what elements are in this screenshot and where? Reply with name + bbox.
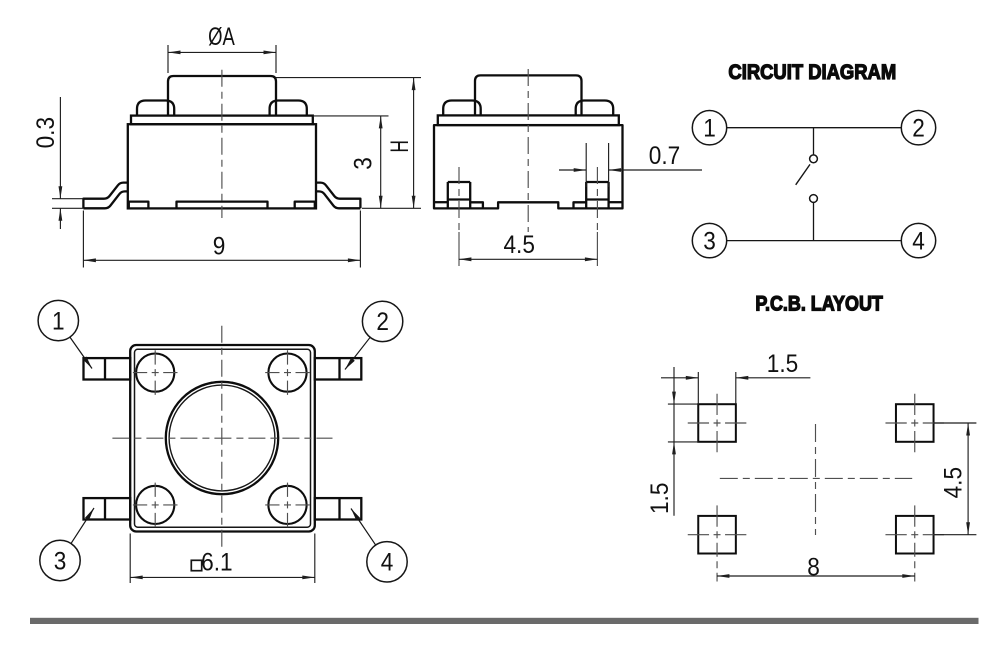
svg-text:3: 3 bbox=[54, 548, 67, 575]
svg-text:1.5: 1.5 bbox=[767, 351, 798, 378]
svg-text:4: 4 bbox=[381, 550, 394, 577]
svg-text:4.5: 4.5 bbox=[503, 232, 534, 259]
svg-text:1: 1 bbox=[52, 309, 65, 336]
svg-text:1: 1 bbox=[703, 116, 716, 143]
svg-text:H: H bbox=[387, 140, 414, 152]
svg-text:2: 2 bbox=[912, 116, 925, 143]
svg-text:8: 8 bbox=[807, 554, 820, 581]
svg-text:4.5: 4.5 bbox=[941, 467, 968, 498]
svg-text:0.7: 0.7 bbox=[649, 143, 680, 170]
svg-text:2: 2 bbox=[376, 309, 389, 336]
svg-text:ØA: ØA bbox=[208, 22, 235, 50]
svg-text:4: 4 bbox=[912, 229, 925, 256]
svg-text:CIRCUIT DIAGRAM: CIRCUIT DIAGRAM bbox=[728, 61, 896, 84]
svg-text:0.3: 0.3 bbox=[33, 117, 60, 148]
svg-text:9: 9 bbox=[213, 233, 226, 260]
svg-text:P.C.B. LAYOUT: P.C.B. LAYOUT bbox=[755, 292, 883, 316]
svg-text:1.5: 1.5 bbox=[647, 483, 674, 514]
svg-text:3: 3 bbox=[351, 157, 378, 170]
svg-text:6.1: 6.1 bbox=[201, 550, 232, 577]
svg-text:3: 3 bbox=[703, 229, 716, 256]
